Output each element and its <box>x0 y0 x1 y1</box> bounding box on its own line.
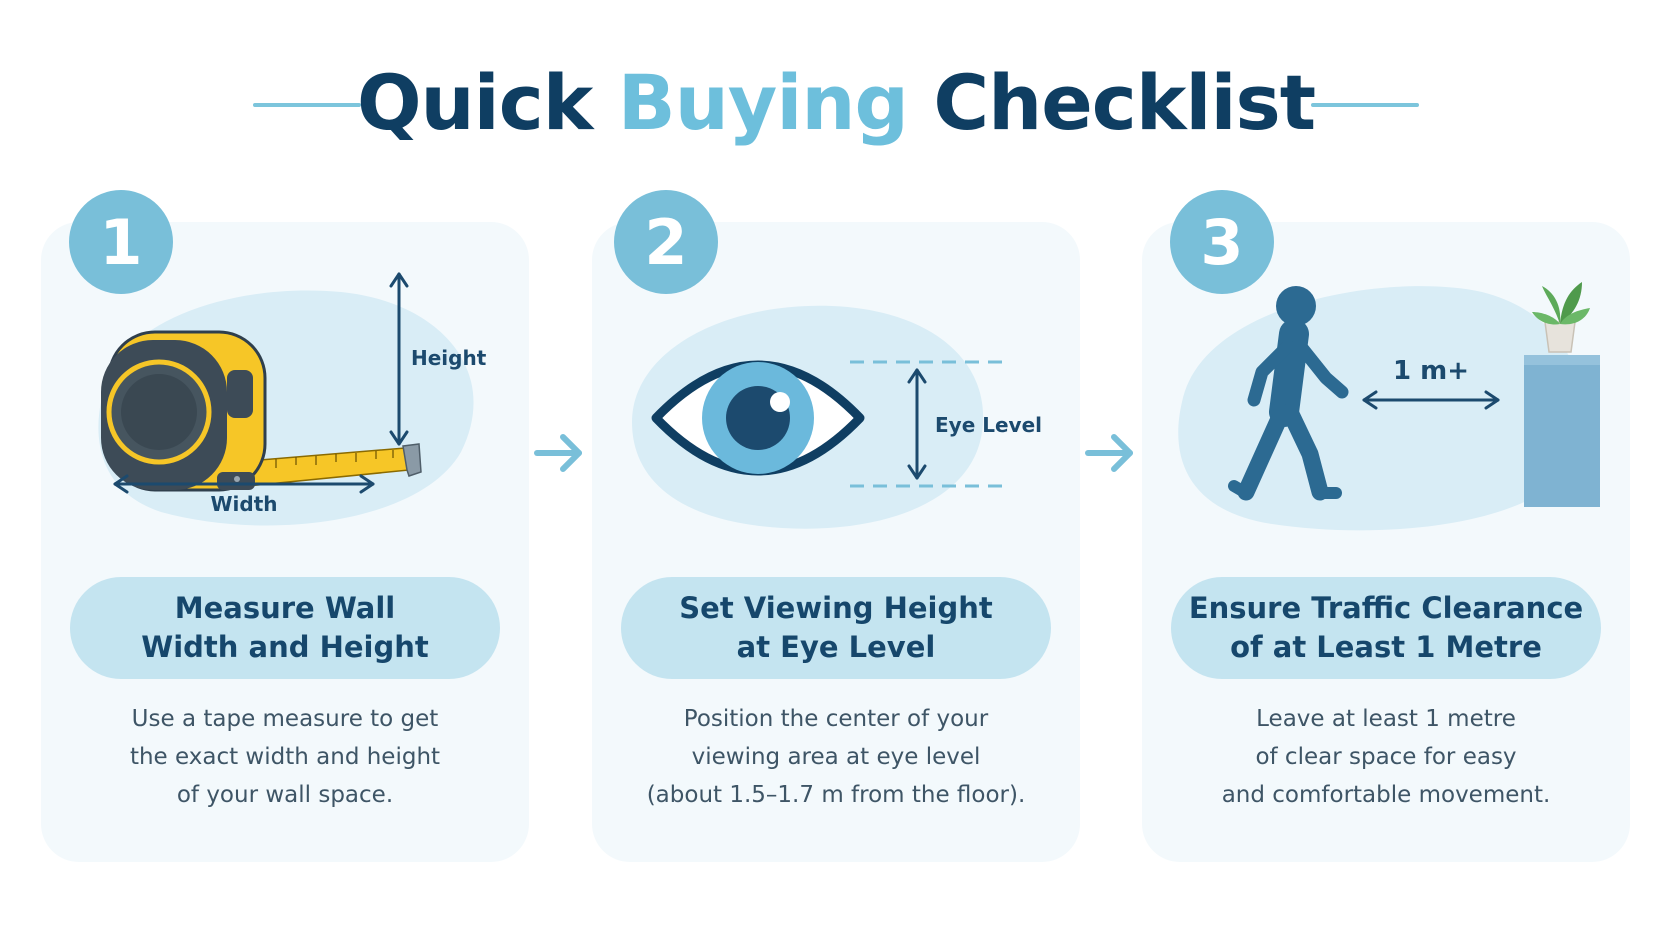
step-2-heading: Set Viewing Height at Eye Level <box>621 577 1051 679</box>
title-word-quick: Quick <box>356 58 593 147</box>
height-label: Height <box>411 346 487 370</box>
page-title: Quick Buying Checklist <box>0 58 1672 148</box>
step-1-heading-text: Measure Wall Width and Height <box>141 591 429 664</box>
step-1-heading: Measure Wall Width and Height <box>70 577 500 679</box>
tape-measure-icon: Height Width <box>98 272 487 526</box>
step-3-description: Leave at least 1 metre of clear space fo… <box>1221 706 1551 808</box>
step-1-description: Use a tape measure to get the exact widt… <box>129 706 441 808</box>
title-divider-right <box>1311 103 1419 107</box>
step-3-heading-text: Ensure Traffic Clearance of at Least 1 M… <box>1188 591 1584 664</box>
arrow-right-icon <box>1085 434 1133 472</box>
distance-label: 1 m+ <box>1393 356 1469 386</box>
width-label: Width <box>210 492 277 516</box>
step-number-badge-1: 1 <box>69 190 173 294</box>
title-word-checklist: Checklist <box>933 58 1316 147</box>
eye-level-label: Eye Level <box>935 413 1042 437</box>
step-2-heading-text: Set Viewing Height at Eye Level <box>679 591 993 664</box>
step-1-illustration: Height Width <box>41 262 529 562</box>
step-2-illustration: Eye Level <box>592 262 1080 562</box>
eye-icon: Eye Level <box>632 305 1042 529</box>
plant-pedestal-icon <box>1524 282 1600 507</box>
title-word-buying: Buying <box>617 58 909 147</box>
clearance-illustration: 1 m+ <box>1178 282 1600 531</box>
arrow-right-icon <box>534 434 582 472</box>
step-3-heading: Ensure Traffic Clearance of at Least 1 M… <box>1171 577 1601 679</box>
step-number-badge-2: 2 <box>614 190 718 294</box>
step-3-illustration: 1 m+ <box>1142 262 1630 562</box>
title-block: Quick Buying Checklist <box>0 58 1672 148</box>
step-number-badge-3: 3 <box>1170 190 1274 294</box>
title-divider-left <box>253 103 361 107</box>
walking-person-icon <box>1228 286 1349 501</box>
step-2-description: Position the center of your viewing area… <box>646 706 1026 808</box>
